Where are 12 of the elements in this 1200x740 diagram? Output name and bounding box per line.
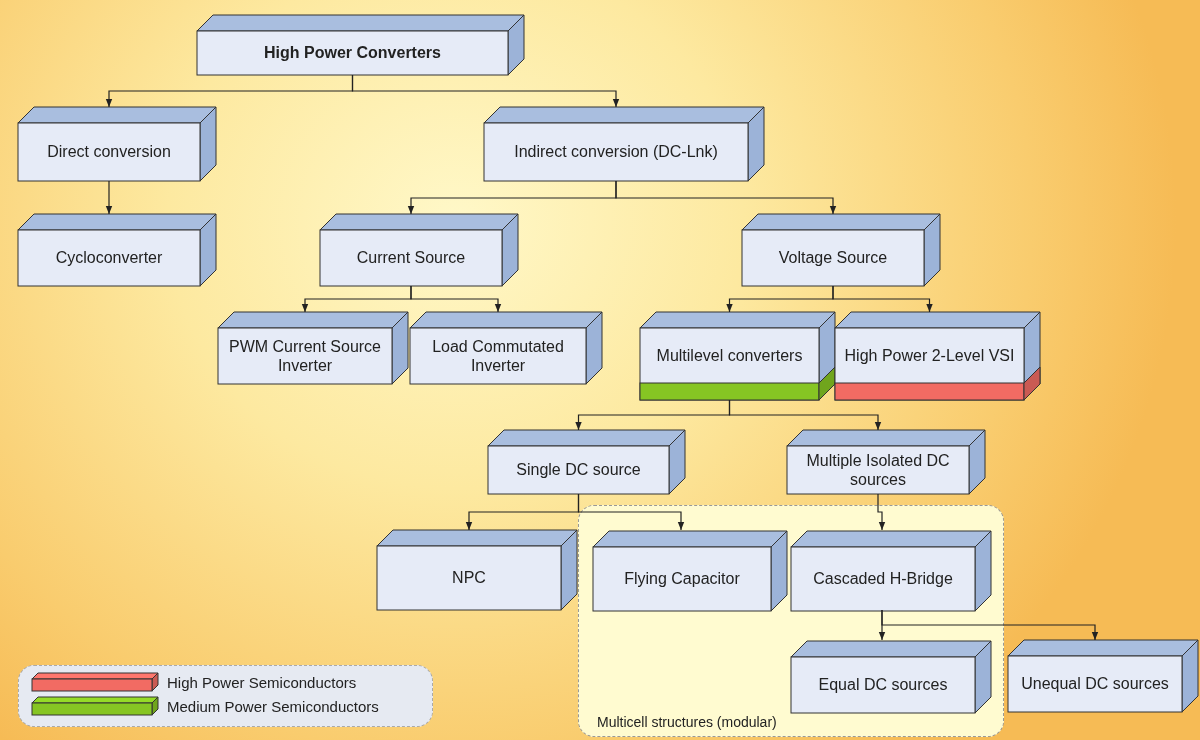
connector-arrow (877, 493, 886, 531)
dashed-group-region (578, 505, 1004, 737)
connector-arrow (410, 285, 502, 313)
connector-arrow (728, 399, 882, 431)
legend-label: High Power Semiconductors (167, 673, 357, 691)
group-label: Multicell structures (modular) (597, 714, 777, 730)
connector-arrow (832, 285, 933, 313)
connector-arrow (577, 493, 685, 531)
connector-arrow (615, 180, 837, 215)
legend-label: Medium Power Semiconductors (167, 697, 379, 715)
connector-arrow (351, 74, 620, 108)
connector-arrow (105, 180, 113, 215)
